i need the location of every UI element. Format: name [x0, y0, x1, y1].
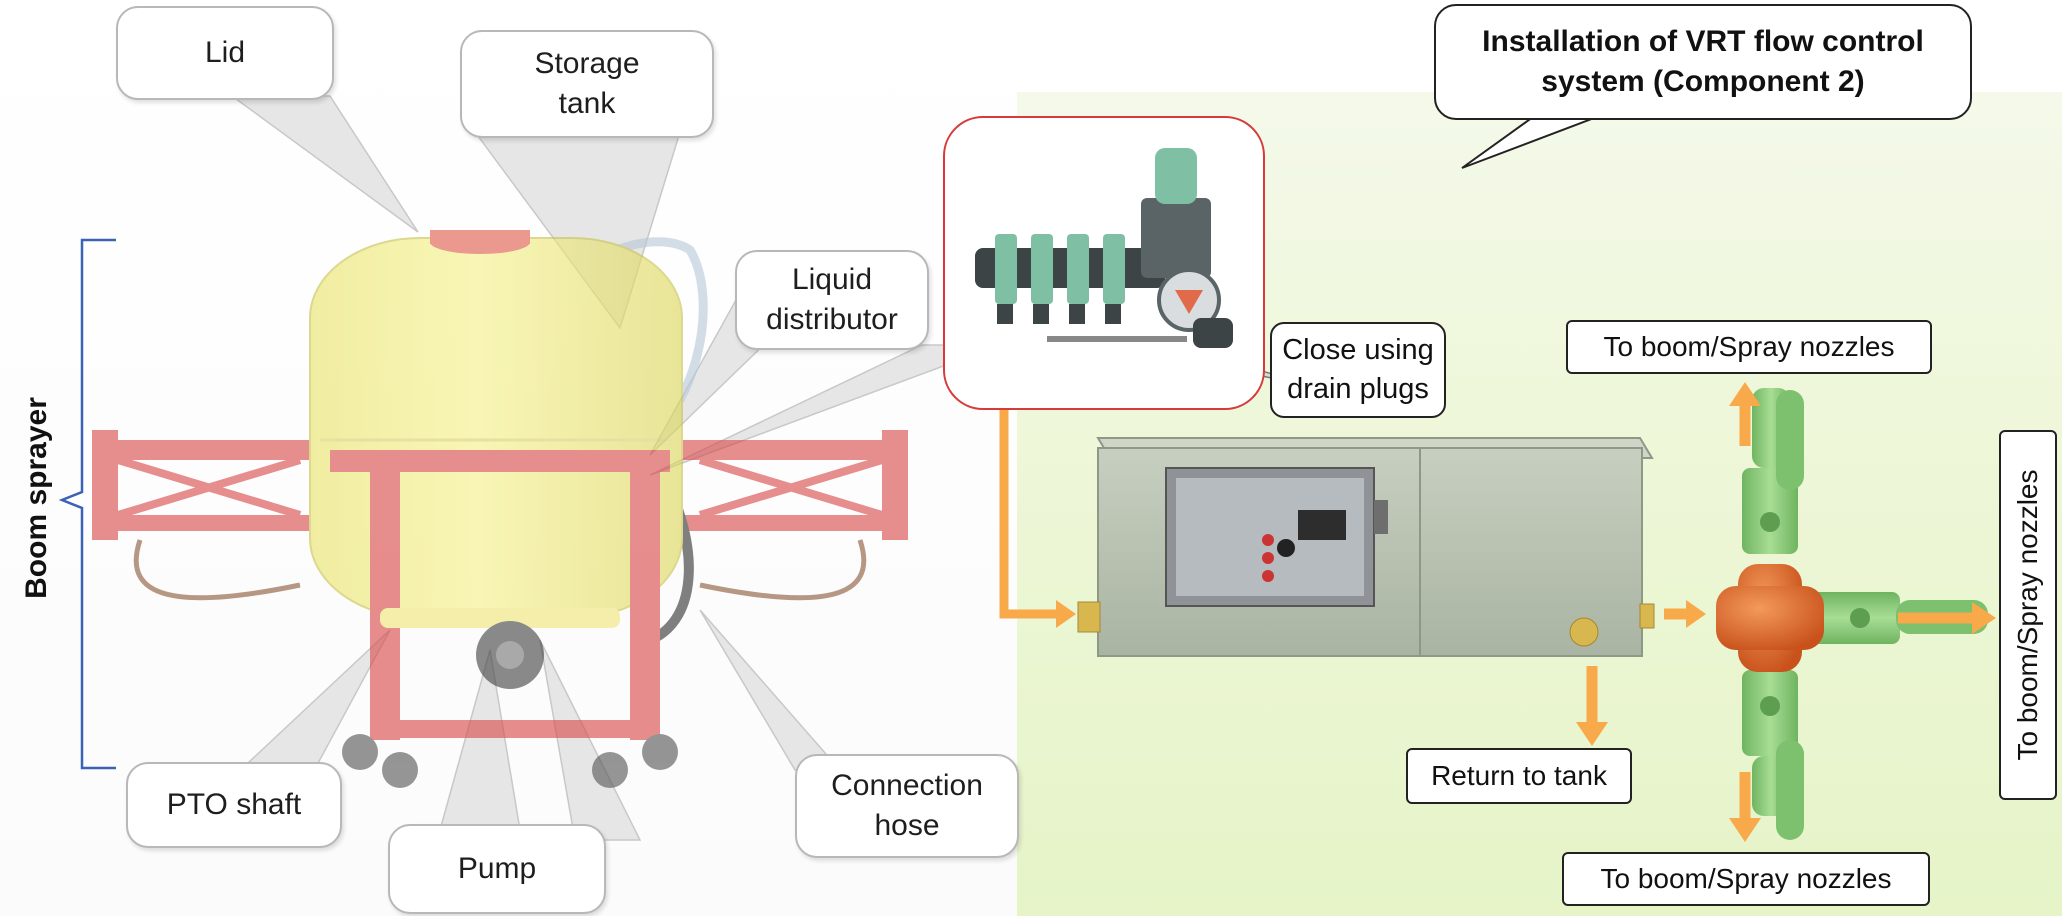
connection-hose-pointer: [699, 609, 842, 771]
liquid-distributor-callout: Liquid distributor: [735, 250, 929, 350]
return-to-tank-label: Return to tank: [1406, 748, 1632, 804]
to-boom-right-label: To boom/Spray nozzles: [1999, 430, 2057, 800]
liquid-distributor-inset: [943, 116, 1265, 410]
up-output-arrow-head: [1729, 382, 1761, 406]
diagram-title: Installation of VRT flow control system …: [1434, 4, 1972, 120]
to-boom-top-label: To boom/Spray nozzles: [1566, 320, 1932, 374]
pto-shaft-callout: PTO shaft: [126, 762, 342, 848]
to-cross-arrow-head: [1686, 600, 1706, 628]
connection-hose-callout: Connection hose: [795, 754, 1019, 858]
down-output-arrow-head: [1729, 818, 1761, 842]
liquid-distributor-image: [975, 148, 1233, 348]
close-drain-plugs-label: Close using drain plugs: [1270, 322, 1446, 418]
return-arrow-head: [1576, 722, 1608, 746]
boom-sprayer-illustration: [92, 230, 908, 788]
lid-callout: Lid: [116, 6, 334, 100]
feed-arrow-head: [1056, 600, 1076, 628]
boom-sprayer-bracket: [58, 238, 116, 770]
lid-pointer: [229, 95, 419, 233]
pump-callout: Pump: [388, 824, 606, 914]
pump-pointer-2: [539, 639, 642, 841]
boom-sprayer-label: Boom sprayer: [20, 397, 53, 599]
storage-tank-callout: Storage tank: [460, 30, 714, 138]
to-boom-bottom-label: To boom/Spray nozzles: [1562, 852, 1930, 906]
right-output-arrow-head: [1972, 602, 1996, 634]
title-pointer: [1461, 111, 1611, 169]
to-boom-right-text: To boom/Spray nozzles: [2012, 469, 2043, 761]
feed-line: [999, 338, 1060, 619]
vrt-control-box: [1077, 437, 1655, 657]
